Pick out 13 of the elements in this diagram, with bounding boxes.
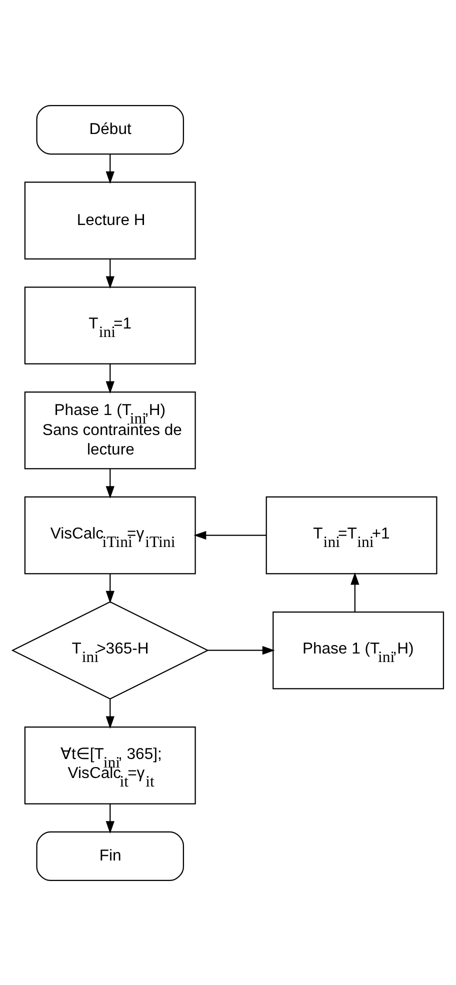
arrow xyxy=(106,573,114,603)
arrow xyxy=(106,258,114,288)
arrow xyxy=(106,154,114,184)
arrow xyxy=(106,363,114,394)
arrow xyxy=(350,572,360,612)
arrow xyxy=(194,530,266,540)
node-box: Début xyxy=(36,104,184,154)
node-box: Lecture H xyxy=(24,181,196,259)
arrow xyxy=(106,468,114,498)
arrow xyxy=(106,803,114,834)
arrow xyxy=(208,646,275,654)
node-box: Fin xyxy=(36,830,184,881)
arrow xyxy=(106,698,114,728)
